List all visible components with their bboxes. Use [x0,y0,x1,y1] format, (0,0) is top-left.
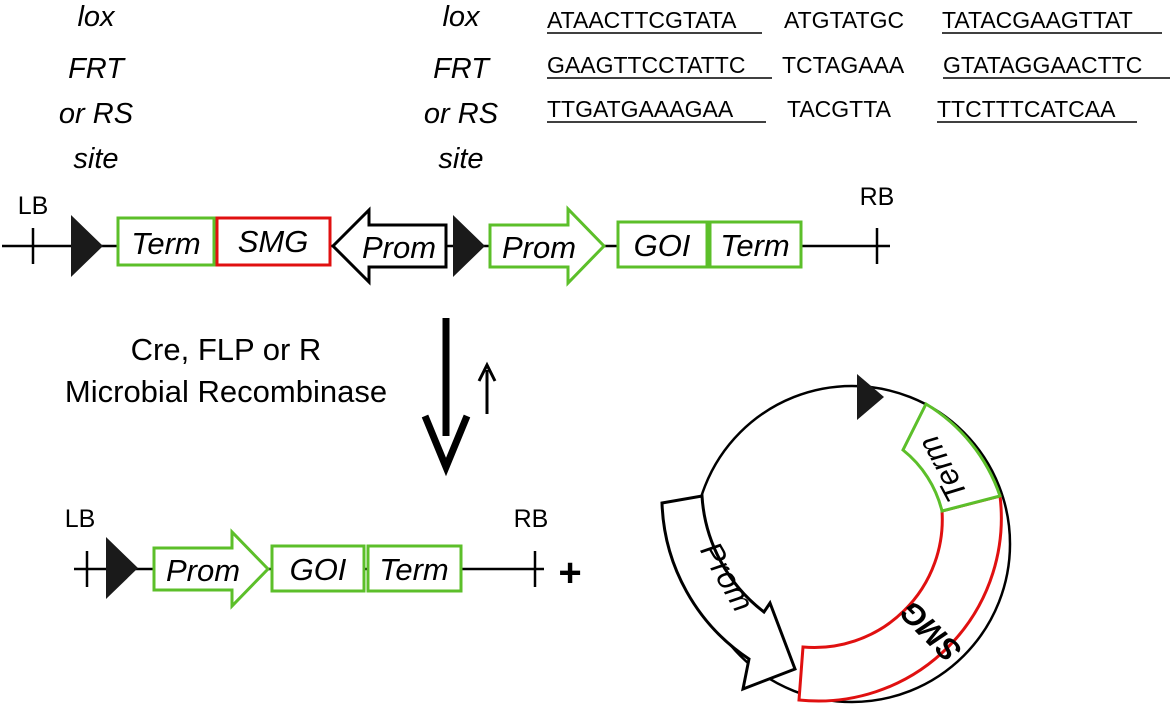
smg-arc-segment [797,494,1003,703]
site-label-frt-mid: FRT [433,53,491,85]
term-box-bottom [366,544,463,593]
prom-label-bottom: Prom [166,553,240,588]
lb-label-bottom: LB [65,505,96,533]
site-label-site-mid: site [438,143,483,175]
prom-arc-arrow-icon [660,494,797,692]
prom-forward-arrow-icon [488,205,607,287]
recombination-site-triangle-icon [453,215,485,277]
top-construct: LB RB Term SMG Prom Prom GOI Term [2,183,895,287]
seq-rs-right-arm: TTCTTTCATCAA [937,96,1116,122]
prom-forward-label-top: Prom [502,230,576,265]
prom-reverse-label-top: Prom [362,230,436,265]
recombinase-label-line2: Microbial Recombinase [65,374,387,409]
reverse-reaction-arrow-icon [477,361,497,382]
recombination-site-triangle-icon [857,374,884,420]
sequence-table: ATAACTTCGTATA ATGTATGC TATACGAAGTTAT GAA… [547,7,1170,123]
recombination-site-triangle-icon [71,215,103,277]
recombinase-label-line1: Cre, FLP or R [131,332,322,367]
seq-frt-spacer: TCTAGAAA [782,52,905,78]
term-label-top-left: Term [131,226,200,261]
term-box-top-left [116,216,216,267]
rb-label-bottom: RB [514,505,549,533]
goi-box-bottom [270,544,366,593]
site-label-frt-left: FRT [68,53,126,85]
site-label-rs-left: or RS [59,98,134,130]
site-label-lox-left: lox [77,1,116,33]
lb-label-top: LB [18,192,49,220]
seq-rs-spacer: TACGTTA [787,96,892,122]
goi-box-top [616,220,709,269]
seq-lox-right-arm: TATACGAAGTTAT [942,7,1133,33]
site-label-site-left: site [73,143,118,175]
recombination-step: Cre, FLP or R Microbial Recombinase [65,318,497,477]
seq-lox-left-arm: ATAACTTCGTATA [547,7,737,33]
seq-frt-left-arm: GAAGTTCCTATTC [547,52,745,78]
rb-label-top: RB [860,183,895,211]
goi-label-bottom: GOI [290,552,347,587]
term-box-top-right [708,220,803,269]
forward-reaction-arrow-icon [421,414,471,477]
seq-rs-left-arm: TTGATGAAAGAA [547,96,734,122]
term-label-top-right: Term [720,228,789,263]
bottom-construct: LB RB Prom GOI Term + [65,505,582,610]
excised-circle: SMG Term Prom [660,374,1012,704]
site-labels-left: lox FRT or RS site [59,1,134,175]
term-arc-segment [901,401,1002,513]
prom-reverse-arrow-icon [330,206,448,286]
plus-sign: + [558,551,581,595]
smg-box-top [215,216,332,267]
recombination-site-triangle-icon [106,537,138,599]
term-label-bottom: Term [379,552,448,587]
site-label-lox-mid: lox [442,1,481,33]
goi-label-top: GOI [634,228,691,263]
seq-frt-right-arm: GTATAGGAACTTC [943,52,1142,78]
site-labels-mid: lox FRT or RS site [424,1,499,175]
site-label-rs-mid: or RS [424,98,499,130]
prom-forward-arrow-icon [152,528,271,610]
seq-lox-spacer: ATGTATGC [784,7,904,33]
smg-label-top: SMG [238,224,309,259]
